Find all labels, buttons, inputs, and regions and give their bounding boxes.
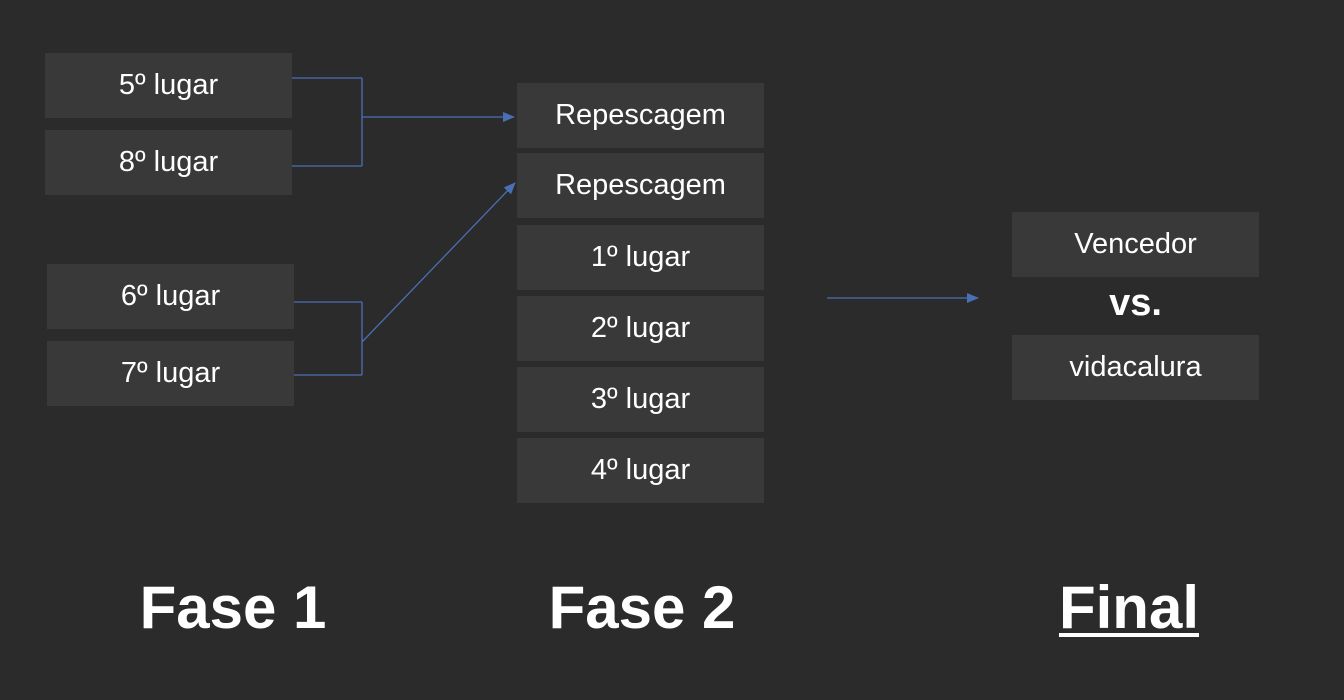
phase2-slot-3rd: 3º lugar [517, 367, 764, 432]
slot-label: Repescagem [555, 99, 726, 131]
phase1-slot-6th: 6º lugar [47, 264, 294, 329]
slot-label: Vencedor [1074, 228, 1197, 260]
bracket-bottom [294, 301, 363, 376]
slot-label: vidacalura [1069, 351, 1202, 383]
phase2-slot-repescagem-2: Repescagem [517, 153, 764, 218]
phase2-title: Fase 2 [548, 574, 736, 641]
slot-label: 3º lugar [590, 383, 691, 415]
slot-label: 7º lugar [120, 357, 221, 389]
slot-label: 5º lugar [118, 69, 219, 101]
phase1-slot-8th: 8º lugar [45, 130, 292, 195]
phase1-slot-5th: 5º lugar [45, 53, 292, 118]
phase2-slot-1st: 1º lugar [517, 225, 764, 290]
final-title: Final [1058, 574, 1199, 641]
slot-label: 2º lugar [590, 312, 691, 344]
slot-label: 1º lugar [590, 241, 691, 273]
phase1-title: Fase 1 [139, 574, 327, 641]
final-slot-bottom: vidacalura [1012, 335, 1259, 400]
final-vs-label: vs. [1109, 282, 1162, 324]
slot-label: Repescagem [555, 169, 726, 201]
phase2-slot-repescagem-1: Repescagem [517, 83, 764, 148]
slot-label: 8º lugar [118, 146, 219, 178]
slot-label: 4º lugar [590, 454, 691, 486]
phase2-slot-2nd: 2º lugar [517, 296, 764, 361]
phase1-slot-7th: 7º lugar [47, 341, 294, 406]
arrow-to-repescagem-2 [361, 182, 516, 343]
bracket-top [292, 77, 363, 167]
slot-label: 6º lugar [120, 280, 221, 312]
final-slot-top: Vencedor [1012, 212, 1259, 277]
phase2-slot-4th: 4º lugar [517, 438, 764, 503]
